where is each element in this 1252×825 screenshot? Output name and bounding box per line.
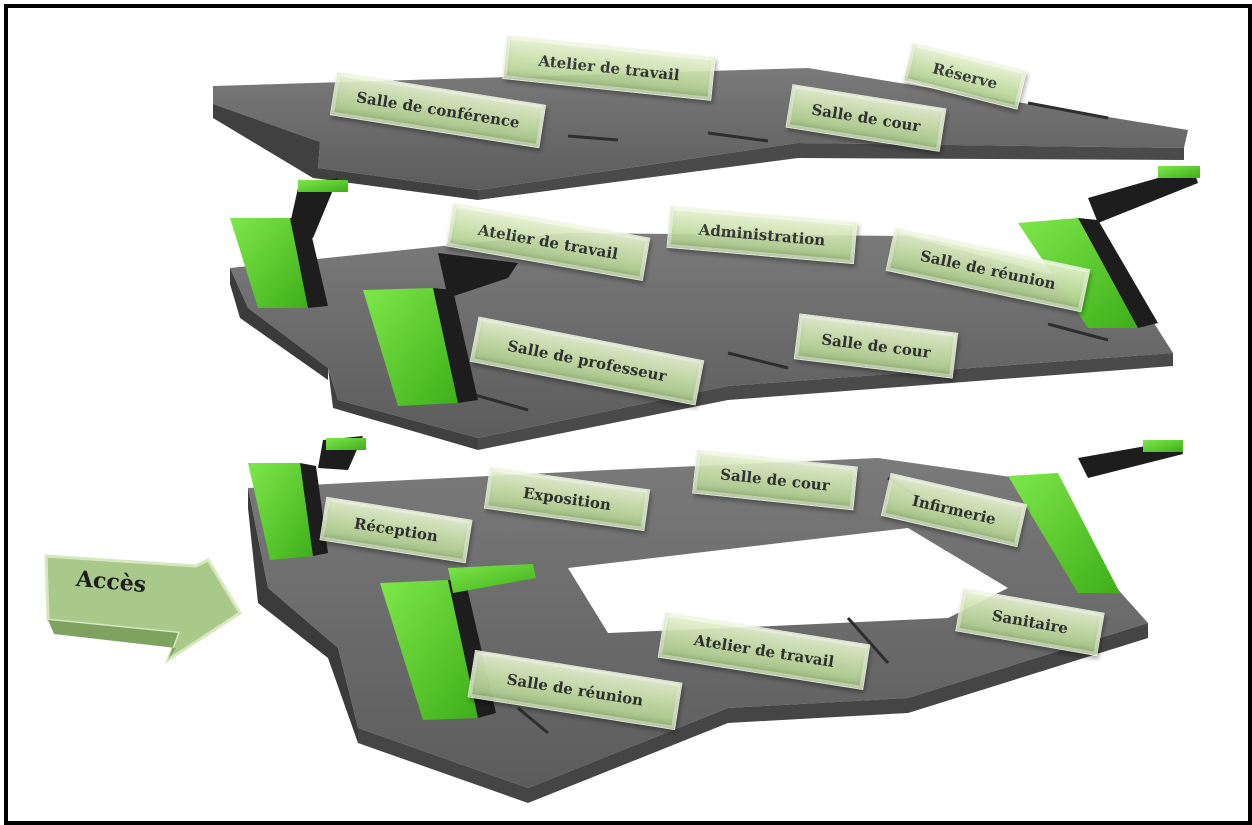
diagram-frame: Accès Atelier de travail Réserve Salle d… bbox=[4, 4, 1252, 825]
staircase-ground-left bbox=[380, 564, 536, 720]
entrance-arrow bbox=[44, 554, 243, 664]
staircase-lower-right bbox=[1008, 440, 1183, 593]
staircase-top-left bbox=[230, 178, 348, 308]
staircase-middle-left bbox=[363, 253, 518, 406]
